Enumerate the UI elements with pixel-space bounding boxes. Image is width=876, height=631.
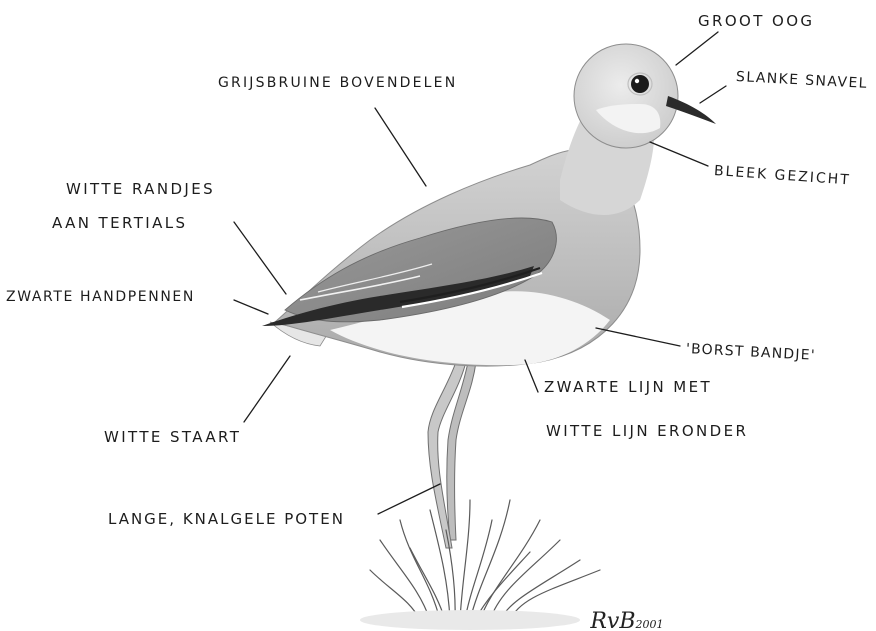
grass: [370, 500, 600, 620]
signature: RvB2001: [570, 590, 664, 631]
label-lange-poten: LANGE, KNALGELE POTEN: [108, 512, 345, 527]
label-witte-randjes-line1: WITTE RANDJES: [66, 182, 215, 197]
head: [574, 44, 678, 148]
eye-icon: [631, 75, 649, 93]
label-witte-randjes-line2: AAN TERTIALS: [52, 216, 187, 231]
label-zwarte-lijn-line1: ZWARTE LIJN MET: [544, 380, 712, 395]
label-zwarte-lijn-line2: WITTE LIJN ERONDER: [546, 424, 748, 439]
label-groot-oog: GROOT OOG: [698, 14, 814, 29]
signature-year: 2001: [636, 618, 664, 631]
signature-initials: RvB: [590, 609, 635, 631]
label-grijsbruine-bovendelen: GRIJSBRUINE BOVENDELEN: [218, 76, 457, 90]
label-zwarte-handpennen: ZWARTE HANDPENNEN: [6, 290, 195, 304]
label-witte-staart: WITTE STAART: [104, 430, 241, 445]
